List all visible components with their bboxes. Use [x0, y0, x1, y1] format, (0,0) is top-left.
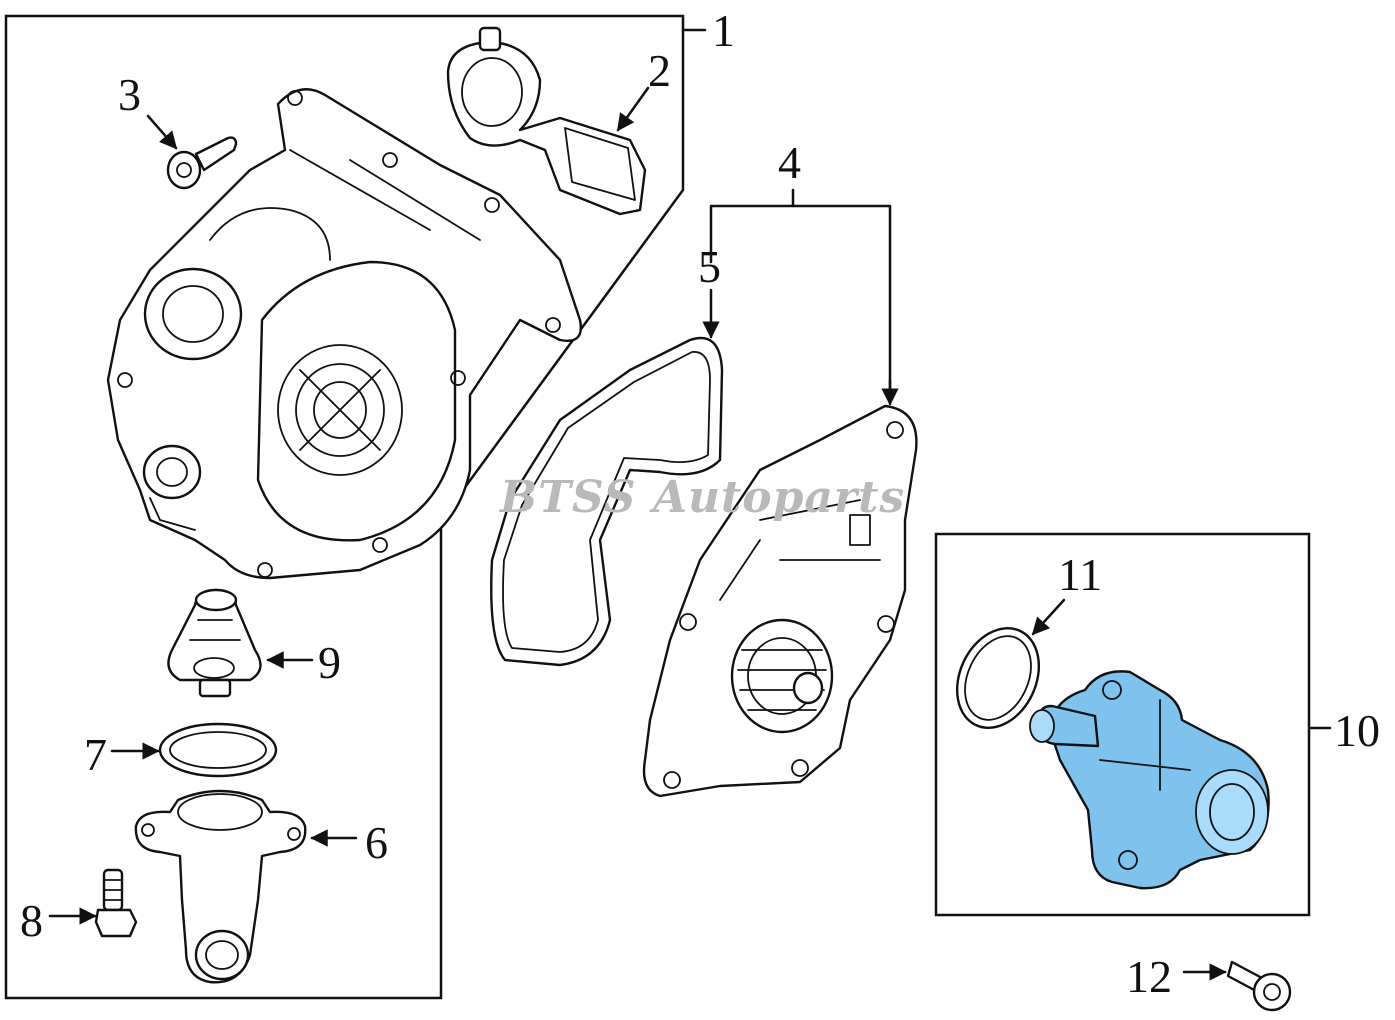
bolt-12-part [1226, 960, 1292, 1012]
coolant-housing-part-highlighted [1029, 670, 1270, 890]
thermostat-cover-part [134, 789, 307, 984]
water-pump-part [642, 404, 918, 798]
o-ring-11-part [955, 627, 1041, 729]
callout-11: 11 [1058, 549, 1102, 600]
callout-6: 6 [365, 817, 388, 868]
callout-2: 2 [648, 45, 671, 96]
callout-5: 5 [698, 241, 721, 292]
arrow-11 [1031, 598, 1066, 636]
callout-4: 4 [778, 137, 801, 188]
thermostat-part [167, 588, 262, 698]
arrow-2 [616, 86, 650, 132]
assembly-10-box [934, 532, 1311, 917]
bolt-8-part [94, 868, 138, 938]
watermark: BTSS Autoparts [498, 472, 905, 523]
thermostat-housing-part [106, 88, 582, 580]
callout-1: 1 [712, 5, 735, 56]
callout-8: 8 [20, 895, 43, 946]
arrow-3 [146, 114, 178, 150]
pump-gasket-part [490, 336, 724, 667]
cap-gasket-part [446, 26, 647, 216]
callout-7: 7 [84, 729, 107, 780]
callout-9: 9 [318, 637, 341, 688]
o-ring-7-part [158, 722, 278, 778]
callout-10: 10 [1334, 705, 1380, 756]
callout-3: 3 [118, 69, 141, 120]
bracket-4 [709, 204, 892, 404]
callout-12: 12 [1126, 951, 1172, 1002]
bolt-3-part [166, 136, 238, 190]
